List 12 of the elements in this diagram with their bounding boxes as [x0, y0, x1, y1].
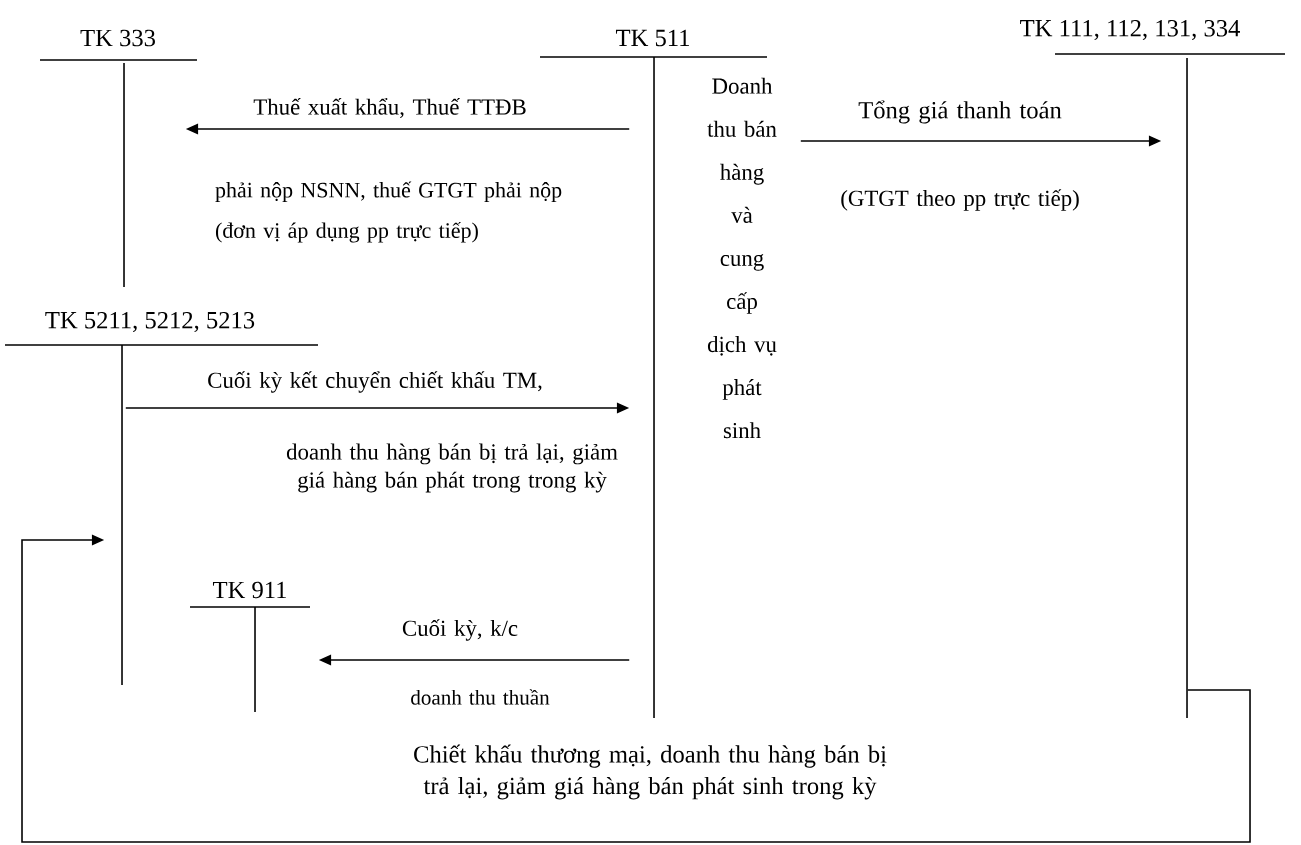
note-text: doanh thu thuần: [411, 689, 550, 705]
note-text: phải nộp NSNN, thuế GTGT phải nộp (đơn vị áp dụng pp trực tiếp): [215, 181, 562, 243]
note-text: doanh thu hàng bán bị trả lại, giảm giá hàng bán phát trong trong kỳ: [286, 443, 618, 493]
note-text: (GTGT theo pp trực tiếp): [841, 189, 1079, 211]
t-account: TK 333: [39, 29, 198, 288]
edge-label: Tổng giá thanh toán: [858, 100, 1062, 124]
edge-label: Cuối kỳ, k/c: [402, 619, 518, 641]
edge-label: Thuế xuất khẩu, Thuế TTĐB: [253, 97, 526, 119]
edge-label: Cuối kỳ kết chuyển chiết khấu TM,: [208, 371, 542, 393]
arrow: [21, 534, 1251, 843]
edge-label: Chiết khấu thương mại, doanh thu hàng bán bị trả lại, giảm giá hàng bán phát sinh trong kỳ: [414, 744, 887, 800]
t-account: TK 911: [189, 581, 311, 713]
